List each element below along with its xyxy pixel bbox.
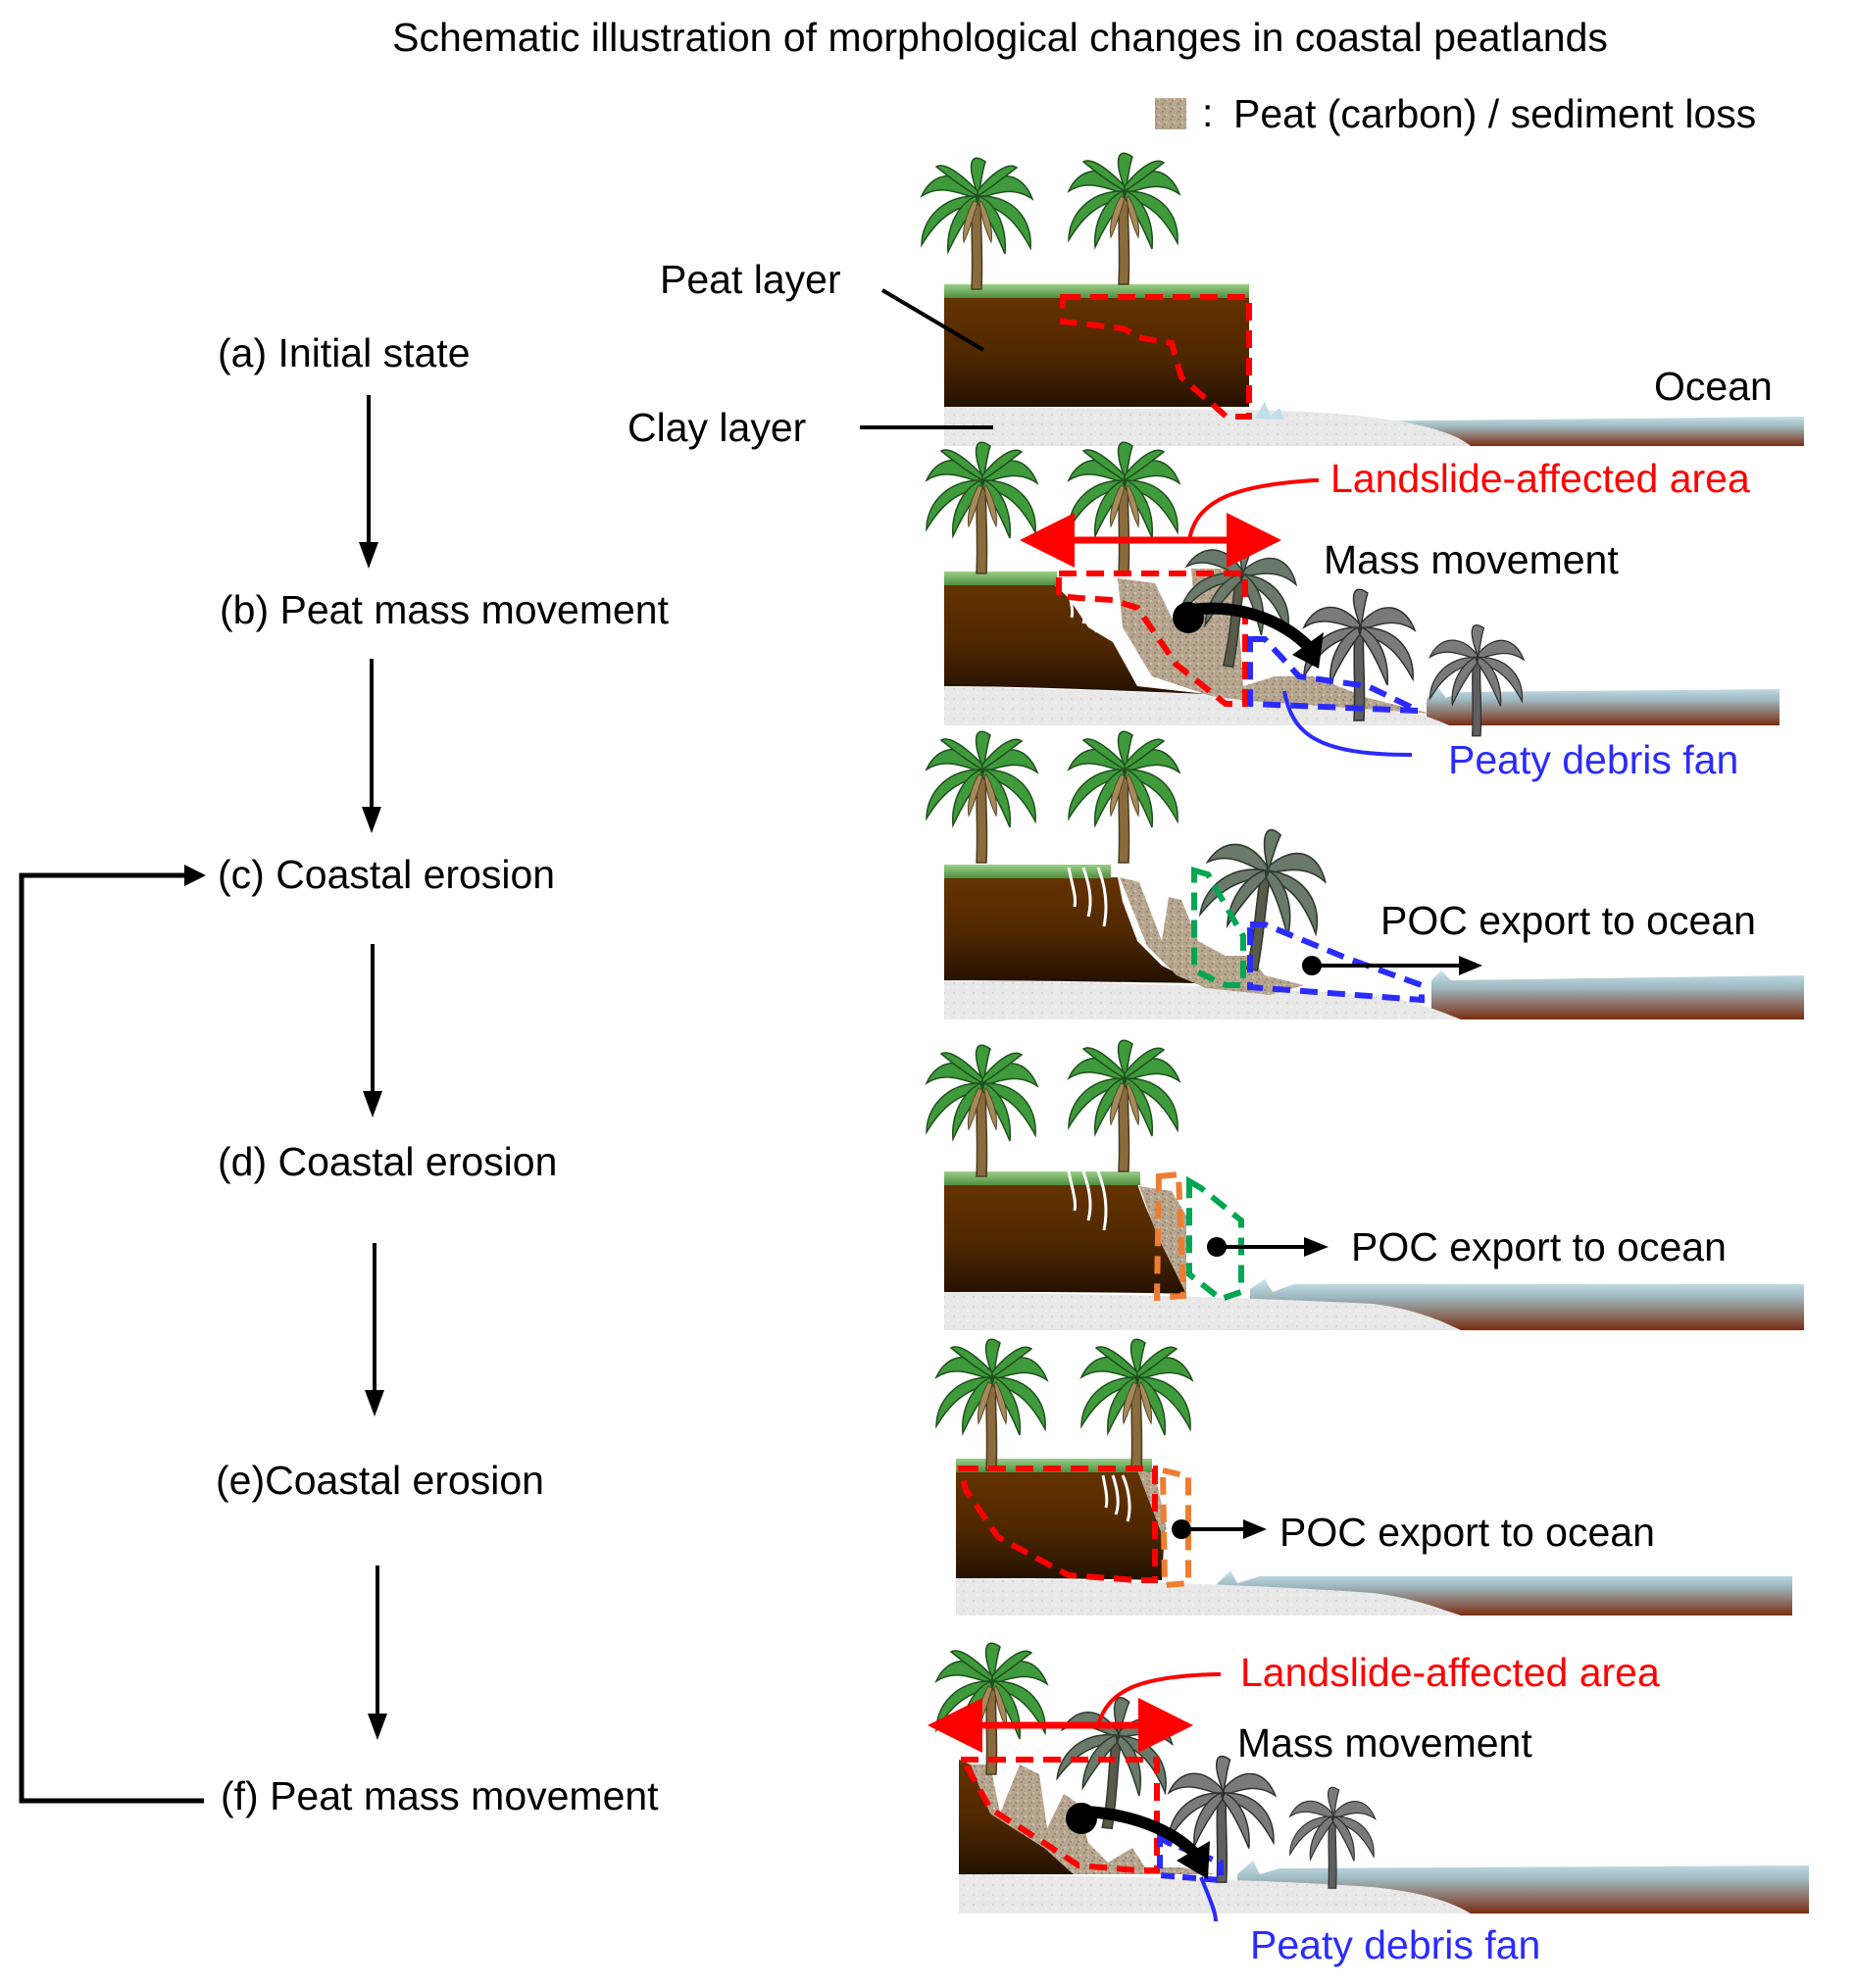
palm-tree-icon — [935, 1338, 1048, 1471]
mass-movement-arrow — [1083, 1806, 1201, 1860]
peat-layer-label: Peat layer — [660, 257, 841, 302]
wave-icon — [1255, 402, 1284, 420]
erosion-outline-orange — [1159, 1466, 1191, 1589]
mass-movement-label: Mass movement — [1237, 1720, 1532, 1765]
landslide-label: Landslide-affected area — [1240, 1650, 1660, 1695]
poc-arrowhead-icon — [1243, 1519, 1267, 1539]
debris-deposit — [1120, 877, 1304, 995]
panel-a: Peat layer Clay layer Ocean — [627, 152, 1804, 450]
landslide-outline — [957, 1466, 1158, 1583]
erosion-outline-green — [1191, 867, 1246, 988]
stage-flow: (a) Initial state (b) Peat mass movement… — [19, 330, 670, 1818]
arrowhead-e-f-icon — [368, 1714, 387, 1740]
panel-b: Landslide-affected area Mass movement Pe… — [926, 441, 1780, 782]
debris-fan-callout-line — [1199, 1876, 1218, 1922]
ocean — [1431, 970, 1804, 1019]
poc-arrowhead-icon — [1304, 1237, 1329, 1257]
clay-layer — [944, 1292, 1461, 1330]
legend: : Peat (carbon) / sediment loss — [1155, 90, 1756, 136]
clay-layer — [944, 407, 1471, 446]
landslide-outline — [953, 1757, 1160, 1873]
debris-deposit — [971, 1764, 1216, 1874]
poc-origin-icon — [1207, 1237, 1227, 1257]
debris-fan-label: Peaty debris fan — [1448, 737, 1738, 782]
debris-fan-callout-line — [1282, 690, 1413, 757]
landslide-outline — [1056, 571, 1248, 707]
palm-tree-icon — [926, 1044, 1038, 1177]
debris-fan-outline — [1157, 1832, 1224, 1884]
landslide-label: Landslide-affected area — [1330, 456, 1750, 501]
stage-label-d: (d) Coastal erosion — [218, 1139, 557, 1184]
clay-layer — [956, 1578, 1461, 1615]
landslide-callout-line — [1096, 1672, 1221, 1726]
stage-label-e: (e)Coastal erosion — [216, 1458, 544, 1503]
palm-tree-icon — [926, 441, 1038, 574]
clay-layer — [959, 1874, 1471, 1913]
debris-fan-outline — [1247, 636, 1421, 714]
stage-label-f: (f) Peat mass movement — [221, 1773, 659, 1818]
poc-export-label: POC export to ocean — [1279, 1510, 1655, 1555]
palm-tree-icon — [1068, 152, 1180, 285]
landslide-callout-line — [1187, 478, 1319, 541]
mass-movement-label: Mass movement — [1324, 537, 1619, 582]
arrowhead-a-b-icon — [359, 542, 378, 569]
mass-movement-arrowhead-icon — [1177, 1841, 1210, 1879]
panel-c: POC export to ocean — [926, 730, 1804, 1019]
peat-layer — [944, 296, 1249, 407]
legend-separator: : — [1202, 90, 1213, 135]
palm-tree-icon — [935, 1642, 1048, 1775]
erosion-outline-green — [1186, 1175, 1244, 1303]
ocean — [1427, 686, 1780, 725]
poc-export-label: POC export to ocean — [1351, 1224, 1727, 1269]
peat-layer — [944, 584, 1206, 694]
palm-tree-icon — [1068, 441, 1180, 574]
poc-export-label: POC export to ocean — [1380, 898, 1756, 943]
ocean-label: Ocean — [1654, 364, 1773, 409]
clay-layer — [944, 686, 1449, 725]
arrowhead-d-e-icon — [365, 1390, 384, 1416]
peat-texture-swatch-icon — [1155, 98, 1186, 129]
stage-label-a: (a) Initial state — [218, 330, 471, 375]
grass — [944, 1171, 1140, 1185]
arrowhead-c-d-icon — [363, 1091, 382, 1118]
debris-fan-outline — [1247, 921, 1425, 1004]
peat-layer — [944, 877, 1196, 983]
landslide-outline — [1060, 294, 1252, 420]
clay-layer — [944, 980, 1461, 1019]
peat-layer — [959, 1760, 1074, 1874]
mass-movement-arrowhead-icon — [1292, 632, 1324, 669]
erosion-outline-orange — [1153, 1170, 1187, 1302]
clay-layer-label: Clay layer — [627, 405, 806, 450]
poc-origin-icon — [1172, 1519, 1191, 1539]
figure-title: Schematic illustration of morphological … — [392, 15, 1608, 60]
legend-label: Peat (carbon) / sediment loss — [1233, 91, 1756, 136]
peat-layer — [944, 1184, 1186, 1294]
poc-origin-icon — [1302, 956, 1322, 975]
palm-tree-icon — [1068, 1039, 1180, 1172]
grass — [944, 572, 1057, 585]
peat-layer-leader-line — [880, 288, 985, 352]
debris-fan-label: Peaty debris fan — [1250, 1922, 1540, 1967]
peat-layer — [956, 1470, 1165, 1580]
panel-d: POC export to ocean — [926, 1039, 1804, 1330]
mass-movement-arrow — [1190, 602, 1314, 652]
arrowhead-b-c-icon — [362, 807, 381, 833]
stage-label-b: (b) Peat mass movement — [220, 587, 670, 632]
palm-tree-icon — [926, 730, 1038, 864]
stage-label-c: (c) Coastal erosion — [218, 852, 555, 897]
palm-tree-icon — [1068, 730, 1180, 864]
panel-f: Landslide-affected area Mass movement Pe… — [928, 1642, 1809, 1967]
poc-arrowhead-icon — [1459, 956, 1482, 975]
loop-arrow-f-to-c — [19, 872, 204, 1804]
debris-deposit — [1139, 1186, 1186, 1294]
panel-e: POC export to ocean — [935, 1338, 1792, 1615]
palm-tree-icon — [1080, 1338, 1193, 1471]
loop-arrowhead-icon — [184, 865, 206, 886]
palm-tree-icon — [921, 157, 1033, 290]
